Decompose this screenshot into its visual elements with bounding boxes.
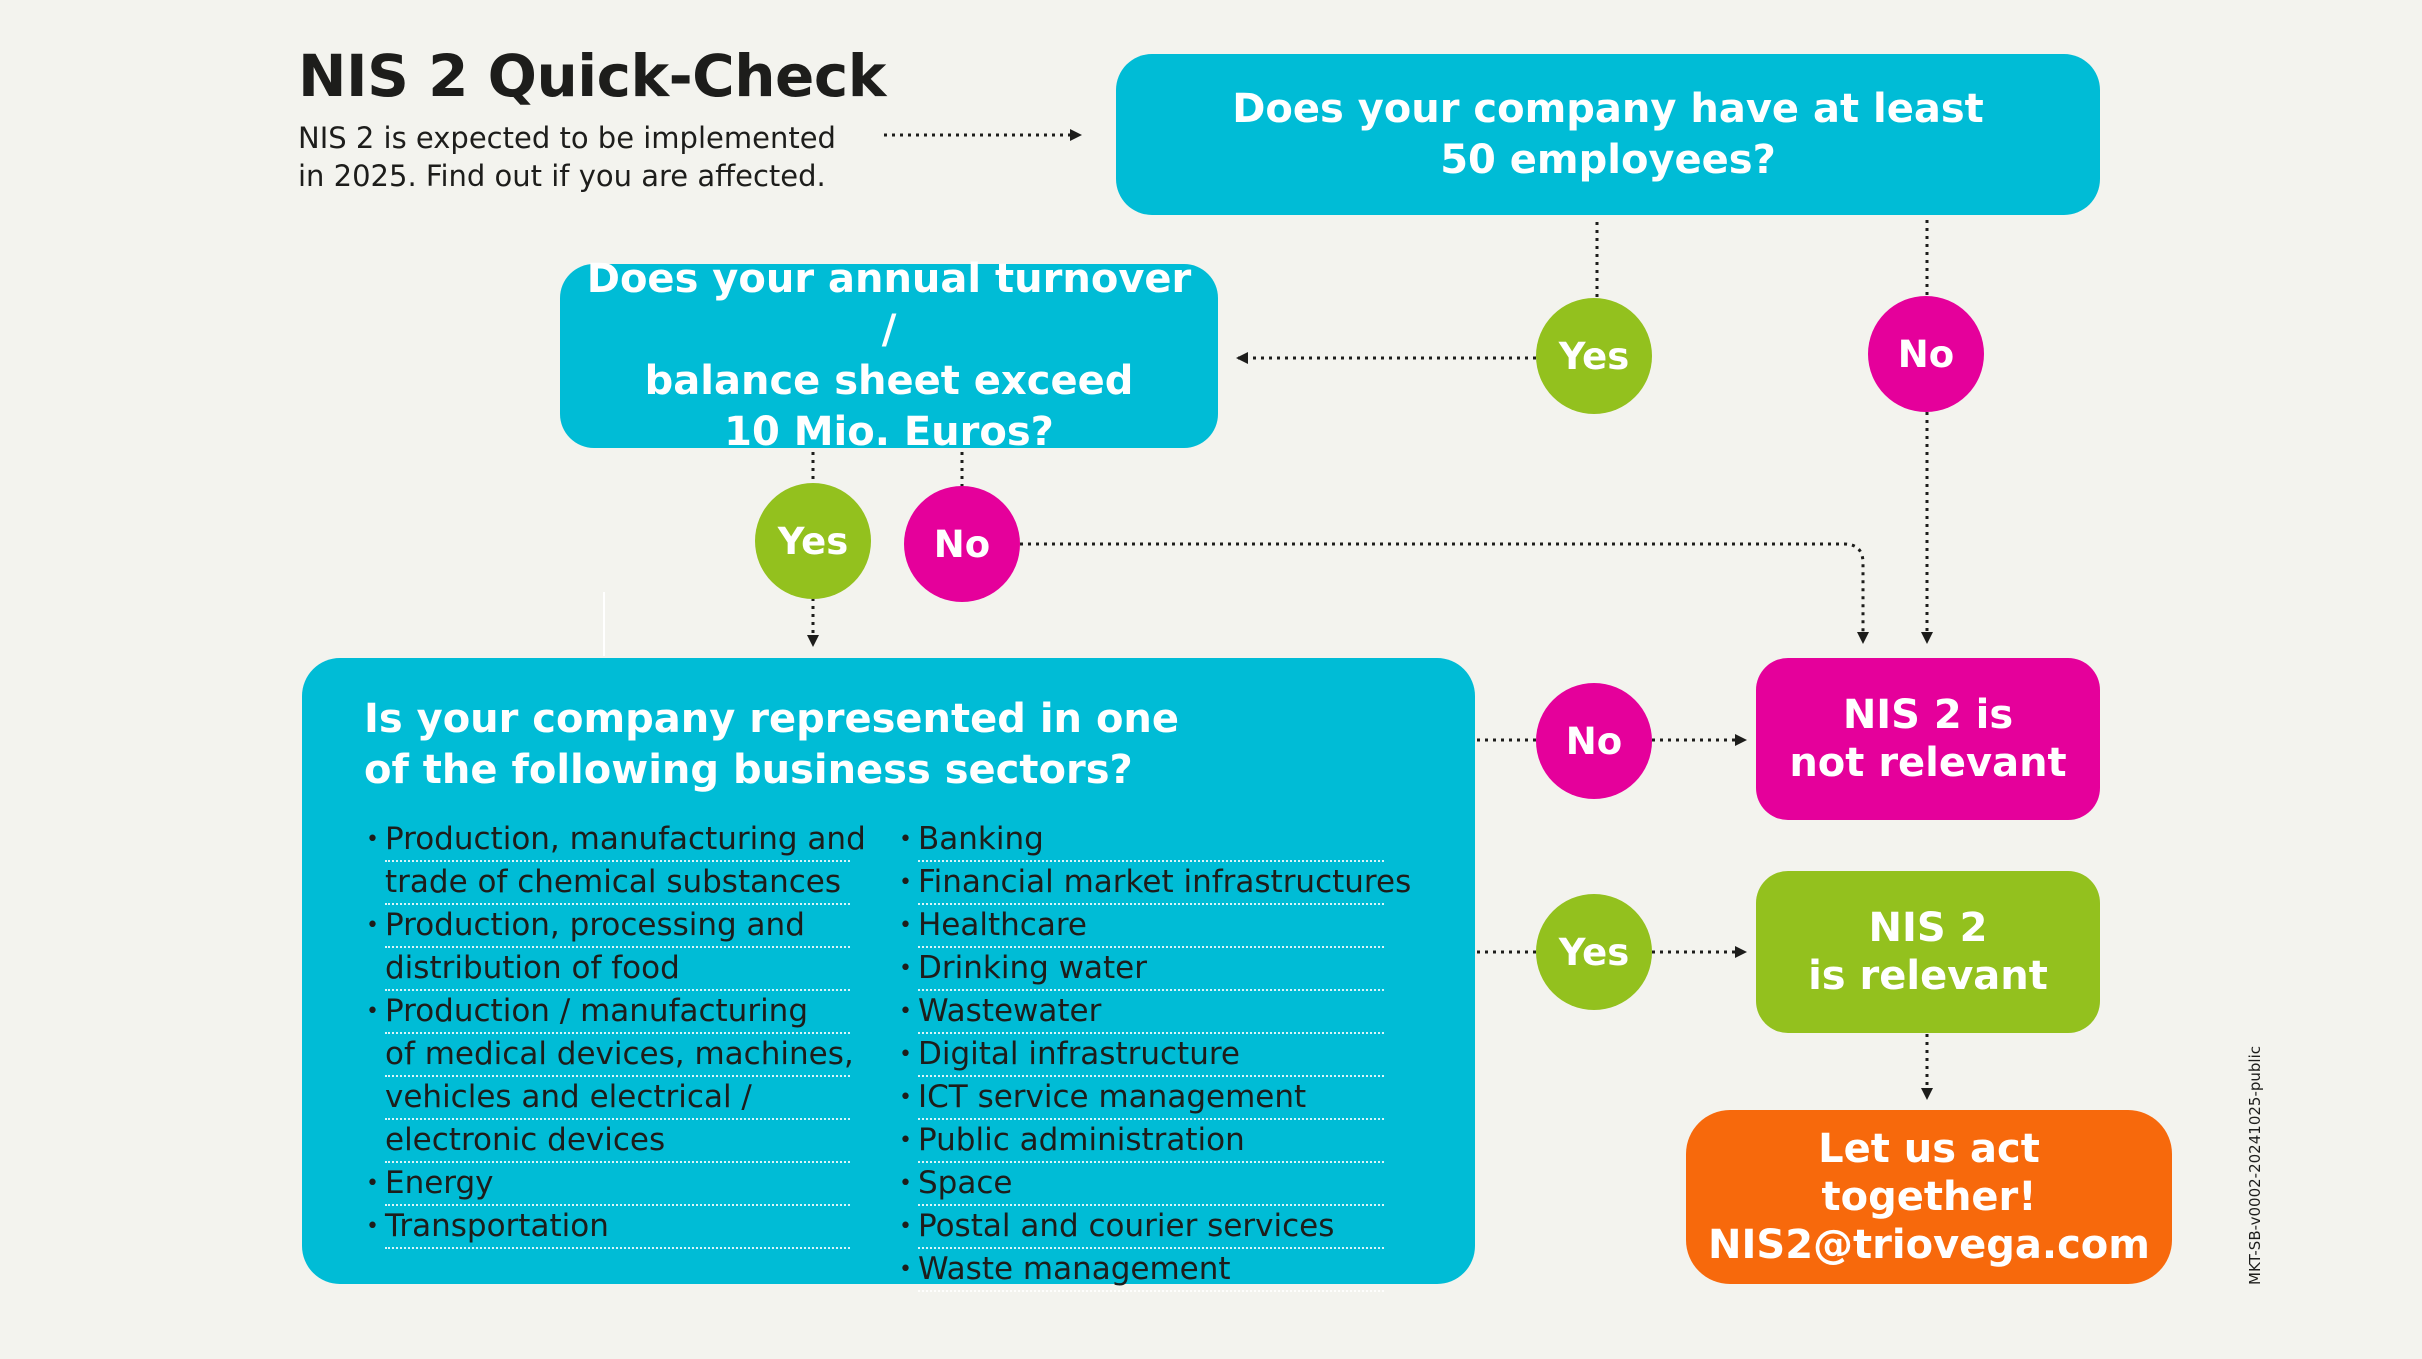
outcome-relevant: NIS 2 is relevant (1756, 871, 2100, 1033)
outcome-not-relevant: NIS 2 is not relevant (1756, 658, 2100, 820)
list-item: Transportation (366, 1206, 850, 1249)
sector-line: Waste management (918, 1249, 1384, 1292)
outcome-line: NIS 2 (1868, 905, 1988, 951)
no-circle-employees: No (1868, 296, 1984, 412)
outcome-line: not relevant (1789, 740, 2067, 786)
document-code: MKT-SB-v0002-20241025-public (2246, 1046, 2264, 1285)
sector-list-right: Banking Financial market infrastructures… (899, 819, 1411, 1292)
sector-line: distribution of food (385, 948, 850, 991)
question-line: Does your annual turnover / (586, 256, 1192, 353)
sector-line: ICT service management (918, 1077, 1384, 1120)
sector-line: Energy (385, 1163, 850, 1206)
sector-line: Production, manufacturing and (385, 819, 866, 862)
list-item: Wastewater (899, 991, 1384, 1034)
contact-email[interactable]: NIS2@triovega.com (1708, 1222, 2150, 1268)
list-item: Waste management (899, 1249, 1384, 1292)
question-line: Does your company have at least (1232, 85, 1984, 132)
question-employees: Does your company have at least 50 emplo… (1116, 54, 2100, 215)
contact-line: Let us act together! (1818, 1126, 2040, 1220)
question-turnover: Does your annual turnover / balance shee… (560, 256, 1218, 455)
question-line: balance sheet exceed (644, 358, 1134, 404)
question-sectors: Is your company represented in one of th… (364, 694, 1264, 796)
page-subtitle: NIS 2 is expected to be implemented in 2… (298, 119, 898, 195)
sector-line: Postal and courier services (918, 1206, 1384, 1249)
sector-line: Wastewater (918, 991, 1384, 1034)
sector-line: Drinking water (918, 948, 1384, 991)
sector-line: Banking (918, 819, 1384, 862)
sector-line: trade of chemical substances (385, 862, 850, 905)
list-item: Production, processing and distribution … (366, 905, 850, 991)
question-line: 50 employees? (1440, 136, 1776, 183)
yes-circle-turnover: Yes (755, 483, 871, 599)
sector-line: Healthcare (918, 905, 1384, 948)
list-item: Drinking water (899, 948, 1384, 991)
yes-circle-sectors: Yes (1536, 894, 1652, 1010)
sector-line: Production / manufacturing (385, 991, 850, 1034)
sector-list-left: Production, manufacturing and trade of c… (366, 819, 866, 1249)
sector-line: Production, processing and (385, 905, 850, 948)
page-title: NIS 2 Quick-Check (298, 42, 886, 110)
list-item: Healthcare (899, 905, 1384, 948)
sector-line: Financial market infrastructures (918, 862, 1411, 905)
sector-line: Digital infrastructure (918, 1034, 1384, 1077)
arrow-q2-no (1020, 542, 1869, 644)
subtitle-line: NIS 2 is expected to be implemented (298, 121, 836, 155)
sector-line: Transportation (385, 1206, 850, 1249)
question-line: of the following business sectors? (364, 747, 1133, 793)
question-line: Is your company represented in one (364, 696, 1180, 742)
sector-line: Space (918, 1163, 1384, 1206)
list-item: Production, manufacturing and trade of c… (366, 819, 866, 905)
list-item: Postal and courier services (899, 1206, 1384, 1249)
subtitle-line: in 2025. Find out if you are affected. (298, 159, 826, 193)
sector-line: Public administration (918, 1120, 1384, 1163)
sector-line: electronic devices (385, 1120, 850, 1163)
list-item: Digital infrastructure (899, 1034, 1384, 1077)
no-circle-sectors: No (1536, 683, 1652, 799)
list-item: Public administration (899, 1120, 1384, 1163)
outcome-line: is relevant (1808, 953, 2048, 999)
list-item: ICT service management (899, 1077, 1384, 1120)
list-item: Banking (899, 819, 1384, 862)
list-item: Production / manufacturing of medical de… (366, 991, 854, 1163)
list-item: Financial market infrastructures (899, 862, 1411, 905)
yes-circle-employees: Yes (1536, 298, 1652, 414)
sector-line: of medical devices, machines, (385, 1034, 854, 1077)
list-item: Energy (366, 1163, 850, 1206)
no-circle-turnover: No (904, 486, 1020, 602)
question-line: 10 Mio. Euros? (724, 409, 1054, 455)
list-item: Space (899, 1163, 1384, 1206)
sector-line: vehicles and electrical / (385, 1077, 850, 1120)
outcome-line: NIS 2 is (1842, 692, 2014, 738)
contact-box: Let us act together! NIS2@triovega.com (1686, 1110, 2172, 1284)
